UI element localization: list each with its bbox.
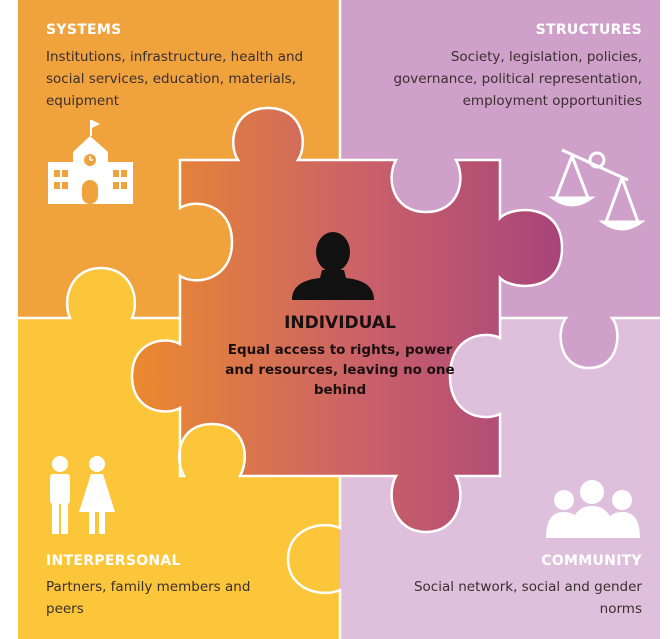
- individual-description: Equal access to rights, power and resour…: [225, 342, 455, 398]
- interpersonal-description: Partners, family members and peers: [46, 579, 251, 617]
- community-heading: COMMUNITY: [541, 553, 642, 569]
- individual-puzzle-piece: [130, 106, 564, 534]
- structures-community-knob: [500, 316, 660, 370]
- systems-description: Institutions, infrastructure, health and…: [46, 49, 304, 109]
- community-description: Social network, social and gender norms: [413, 579, 642, 617]
- interpersonal-community-knob: [286, 476, 342, 639]
- person-icon: [292, 232, 374, 300]
- man-woman-icon: [50, 456, 115, 534]
- balance-scale-icon: [548, 148, 646, 231]
- systems-interpersonal-knob: [18, 266, 182, 320]
- interpersonal-heading: INTERPERSONAL: [46, 553, 181, 569]
- systems-heading: SYSTEMS: [46, 22, 122, 38]
- structures-heading: STRUCTURES: [535, 22, 642, 38]
- structures-description: Society, legislation, policies, governan…: [393, 49, 642, 109]
- group-people-icon: [546, 480, 640, 538]
- individual-title: INDIVIDUAL: [284, 313, 396, 333]
- school-building-icon: [48, 120, 133, 204]
